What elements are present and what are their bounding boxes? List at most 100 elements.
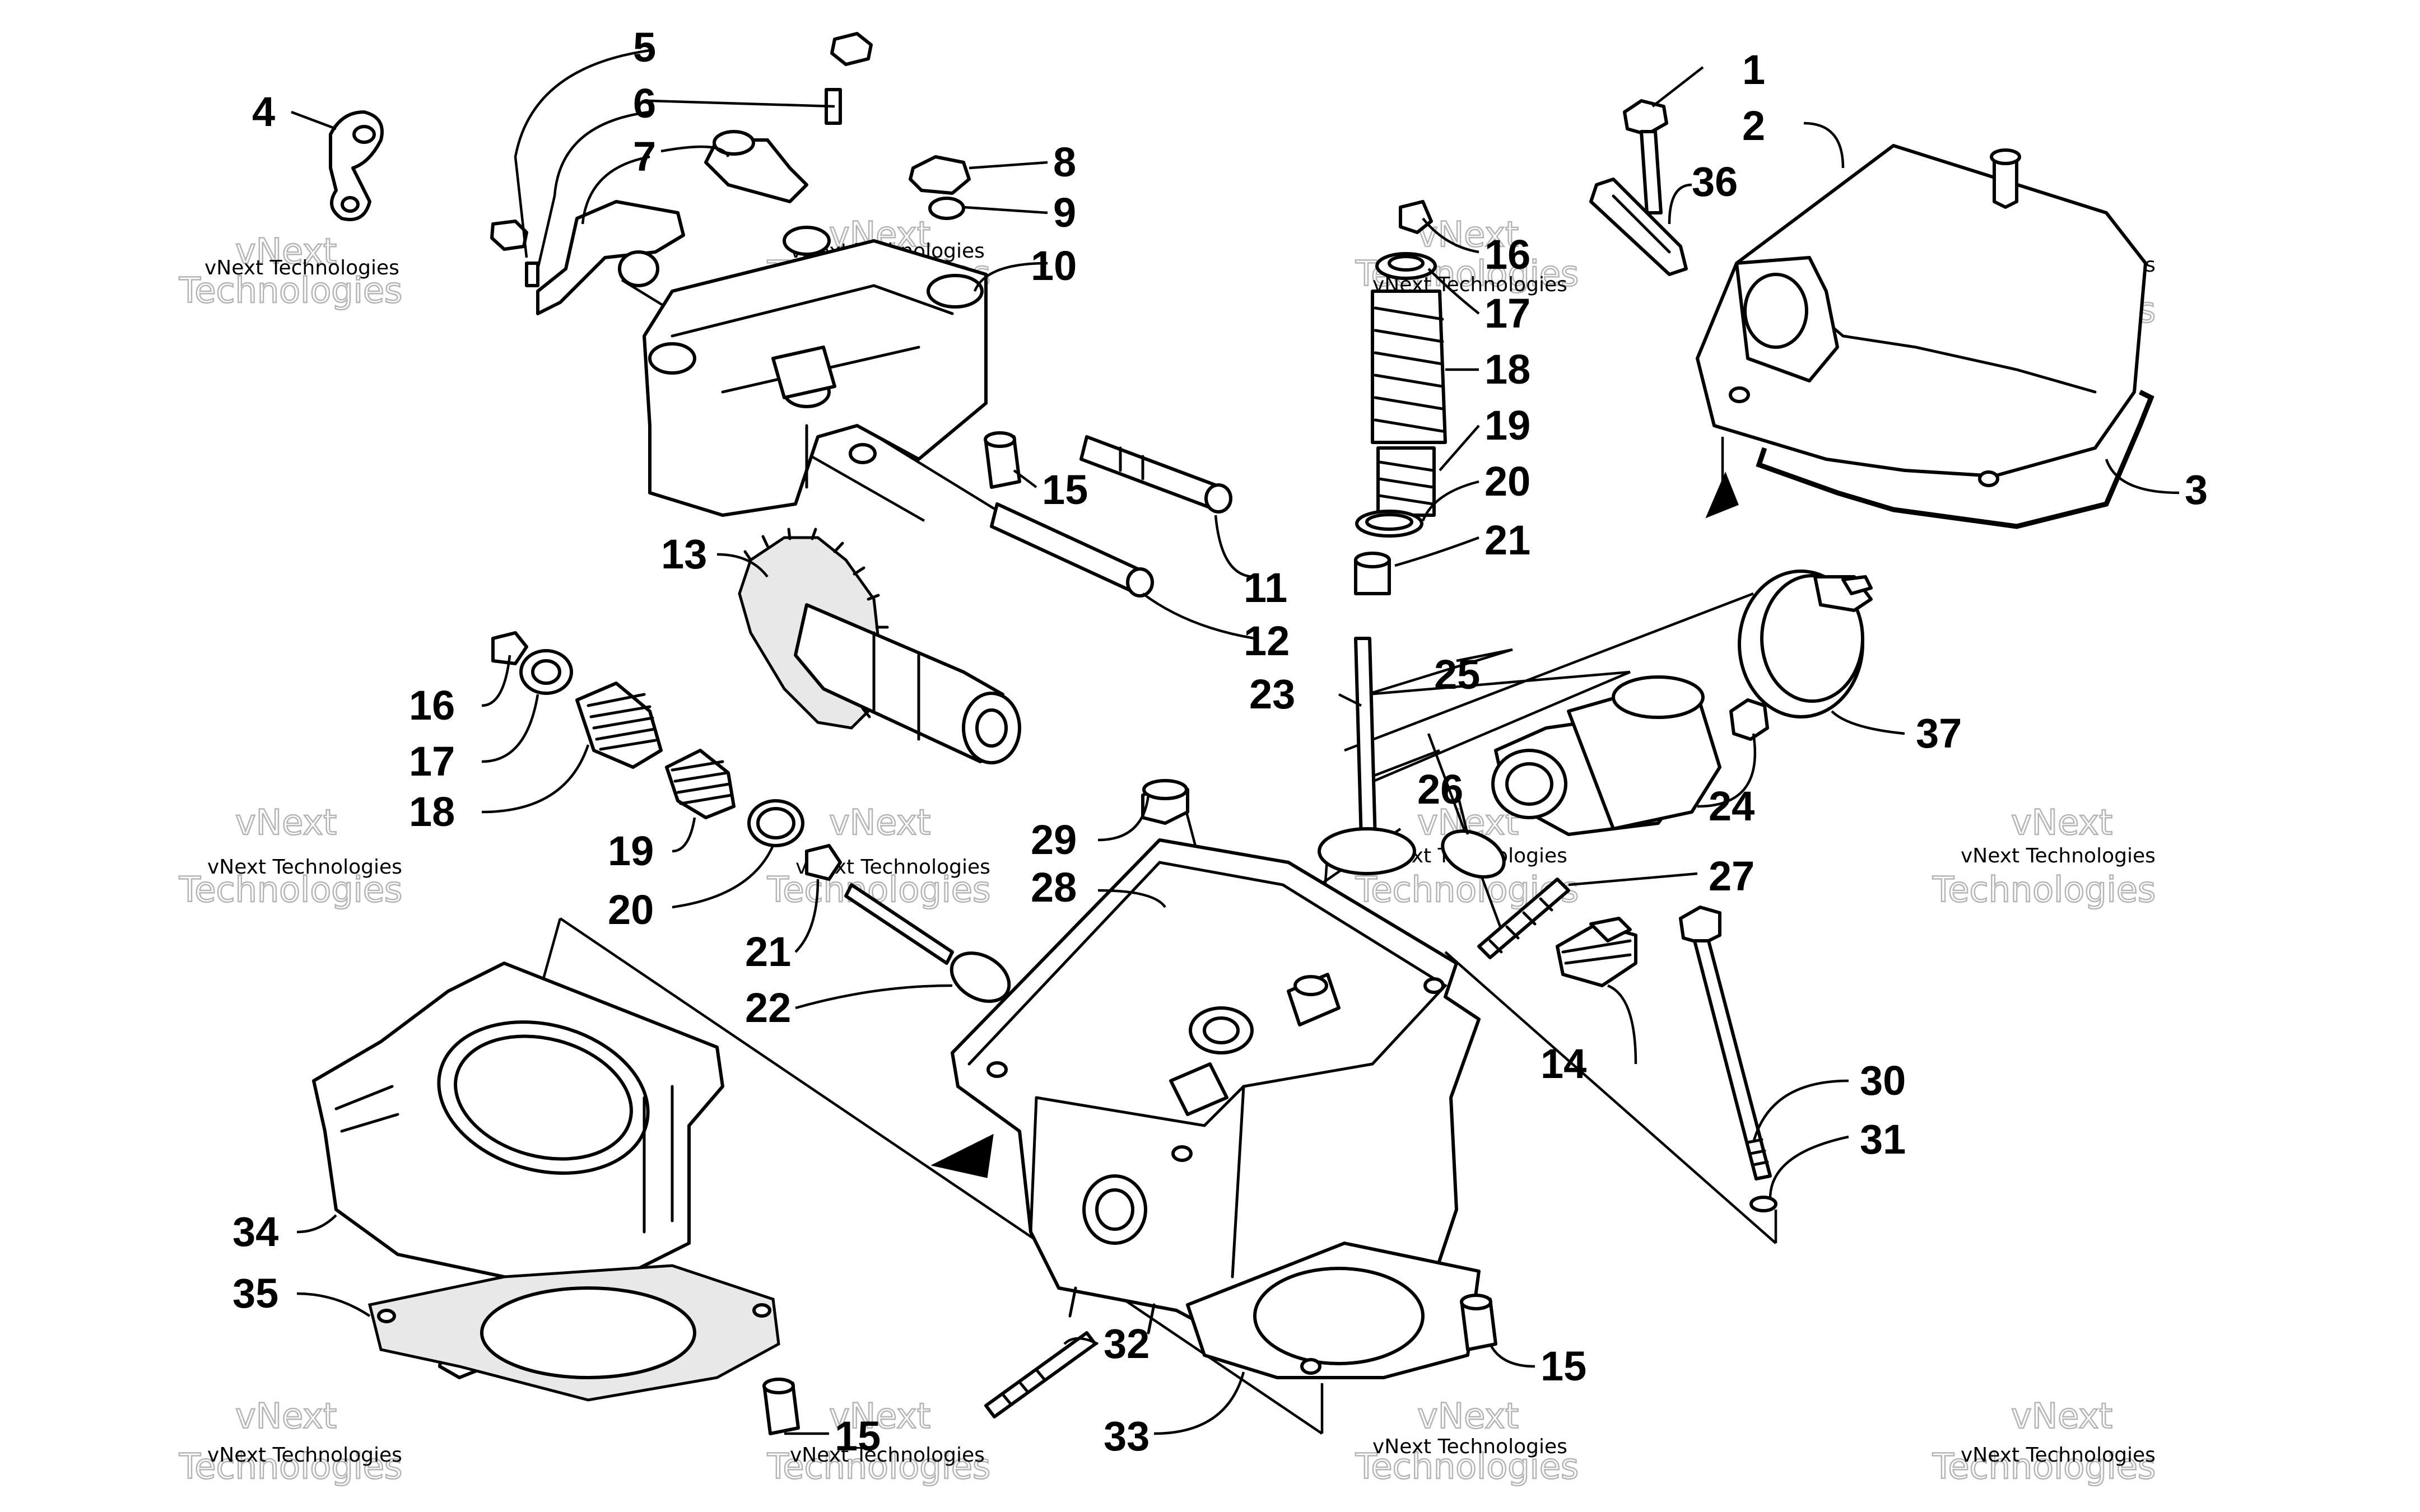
watermark-technologies: Technologies [767,1446,990,1487]
callout-30: 30 [1860,1057,1906,1104]
callout-8: 8 [1053,139,1076,185]
part-long-bolt [1679,906,1772,1180]
callout-14: 14 [1541,1040,1586,1087]
callout-5: 5 [633,24,656,71]
leader-15-upper [1013,469,1037,488]
leader-36 [1668,183,1692,225]
leader-20b [1421,480,1479,521]
assembly-line [1366,749,1440,780]
nut [830,32,873,66]
part-dowel-29 [1141,779,1189,825]
callout-28: 28 [1031,864,1077,911]
callout-19a: 19 [608,828,654,874]
direction-arrow [930,1133,994,1178]
leader-29 [1097,795,1150,842]
leader-16a [481,655,511,707]
watermark: vNext Technologies vNext Technologies [1932,1395,2157,1488]
part-intake-boot [1491,675,1721,836]
part-head-cover [1696,144,2147,487]
callout-12: 12 [1244,618,1290,664]
leader-23 [1338,693,1362,707]
leader-15-right [1488,1343,1535,1368]
direction-arrows [930,472,1739,1178]
leader-27 [1568,872,1698,886]
part-washer-31 [1749,1196,1777,1212]
watermark: vNext Technologies vNext Technologies [178,801,403,911]
part-rocker-shaft-2 [990,502,1154,598]
part-cover-gasket [1756,389,2154,529]
callout-17a: 17 [409,738,455,785]
callout-11: 11 [1244,564,1287,611]
part-cover-bolt [1623,99,1668,214]
callout-16a: 16 [409,682,455,729]
leader-28 [1097,889,1166,908]
leader-20a [672,845,775,909]
leader-16b [1422,217,1479,254]
watermark: vNext Technologies vNext Technologies [766,801,992,911]
callout-15-lower: 15 [835,1413,881,1459]
part-cylinder-head [951,838,1481,1374]
watermark-vnext: vNext [1417,1396,1519,1436]
assembly-line [1344,592,1754,752]
watermark-vnext: vNext [235,1396,337,1436]
callout-16b: 16 [1484,231,1530,278]
leader-12 [1142,592,1255,640]
callout-6: 6 [633,80,656,127]
leader-25 [1456,648,1513,662]
callout-37: 37 [1916,710,1962,757]
leader-24 [1697,733,1757,808]
leader-17a [481,694,539,763]
part-spark-plug [1556,917,1637,987]
leader-7b [581,155,650,225]
leader-1 [1651,66,1704,108]
leader-9 [963,206,1048,214]
leader-13 [716,553,769,578]
nut [490,220,528,251]
watermark: vNext Technologies vNext Technologies [178,230,403,312]
callout-9: 9 [1053,189,1076,236]
leader-3 [2105,459,2180,494]
callout-19b: 19 [1484,402,1530,449]
leader-18a [481,744,590,814]
watermark-vnext: vNext [235,802,337,843]
callout-25: 25 [1434,651,1480,698]
leader-35 [296,1292,371,1317]
callout-23: 23 [1249,671,1295,717]
assembly-line [1366,670,1631,786]
leader-37 [1831,710,1905,735]
callout-13: 13 [661,531,707,577]
part-valve-train-left [491,631,842,881]
watermark-vnext: vNext [829,802,930,843]
callout-26: 26 [1417,766,1463,813]
part-dowel-upper [984,431,1021,489]
callout-32: 32 [1104,1320,1150,1367]
callout-4: 4 [252,88,275,135]
leader-19b [1439,424,1480,472]
watermark-technologies: Technologies [179,1446,402,1487]
callout-35: 35 [232,1270,278,1317]
leader-22 [795,984,953,1010]
watermark-vnext: vNext [235,231,337,272]
callout-20a: 20 [608,886,654,933]
part-base-gasket [367,1264,780,1402]
part-valve-train-right [1354,200,1447,595]
leader-2 [1803,122,1845,169]
watermark-technologies: Technologies [179,270,402,311]
callout-2: 2 [1742,102,1765,149]
leader-17b [1427,268,1480,315]
callout-24: 24 [1709,783,1755,829]
leader-32 [1063,1337,1099,1346]
part-dowel-lower [762,1378,800,1435]
leader-6b [536,110,650,269]
callout-leaders [291,49,2180,1435]
part-head-gasket [1186,1242,1481,1379]
leader-11 [1214,515,1255,578]
watermark-technologies: Technologies [1932,869,2156,910]
watermark-vnext: vNext [2011,1396,2112,1436]
callout-numbers: 1 2 3 4 5 6 7 8 9 10 11 12 13 14 15 15 1… [232,24,2208,1459]
part-dowel-right [1460,1294,1497,1351]
part-valve-right [1318,637,1416,875]
watermark-technologies: Technologies [1355,1446,1579,1487]
part-rocker-shaft [1079,435,1232,514]
